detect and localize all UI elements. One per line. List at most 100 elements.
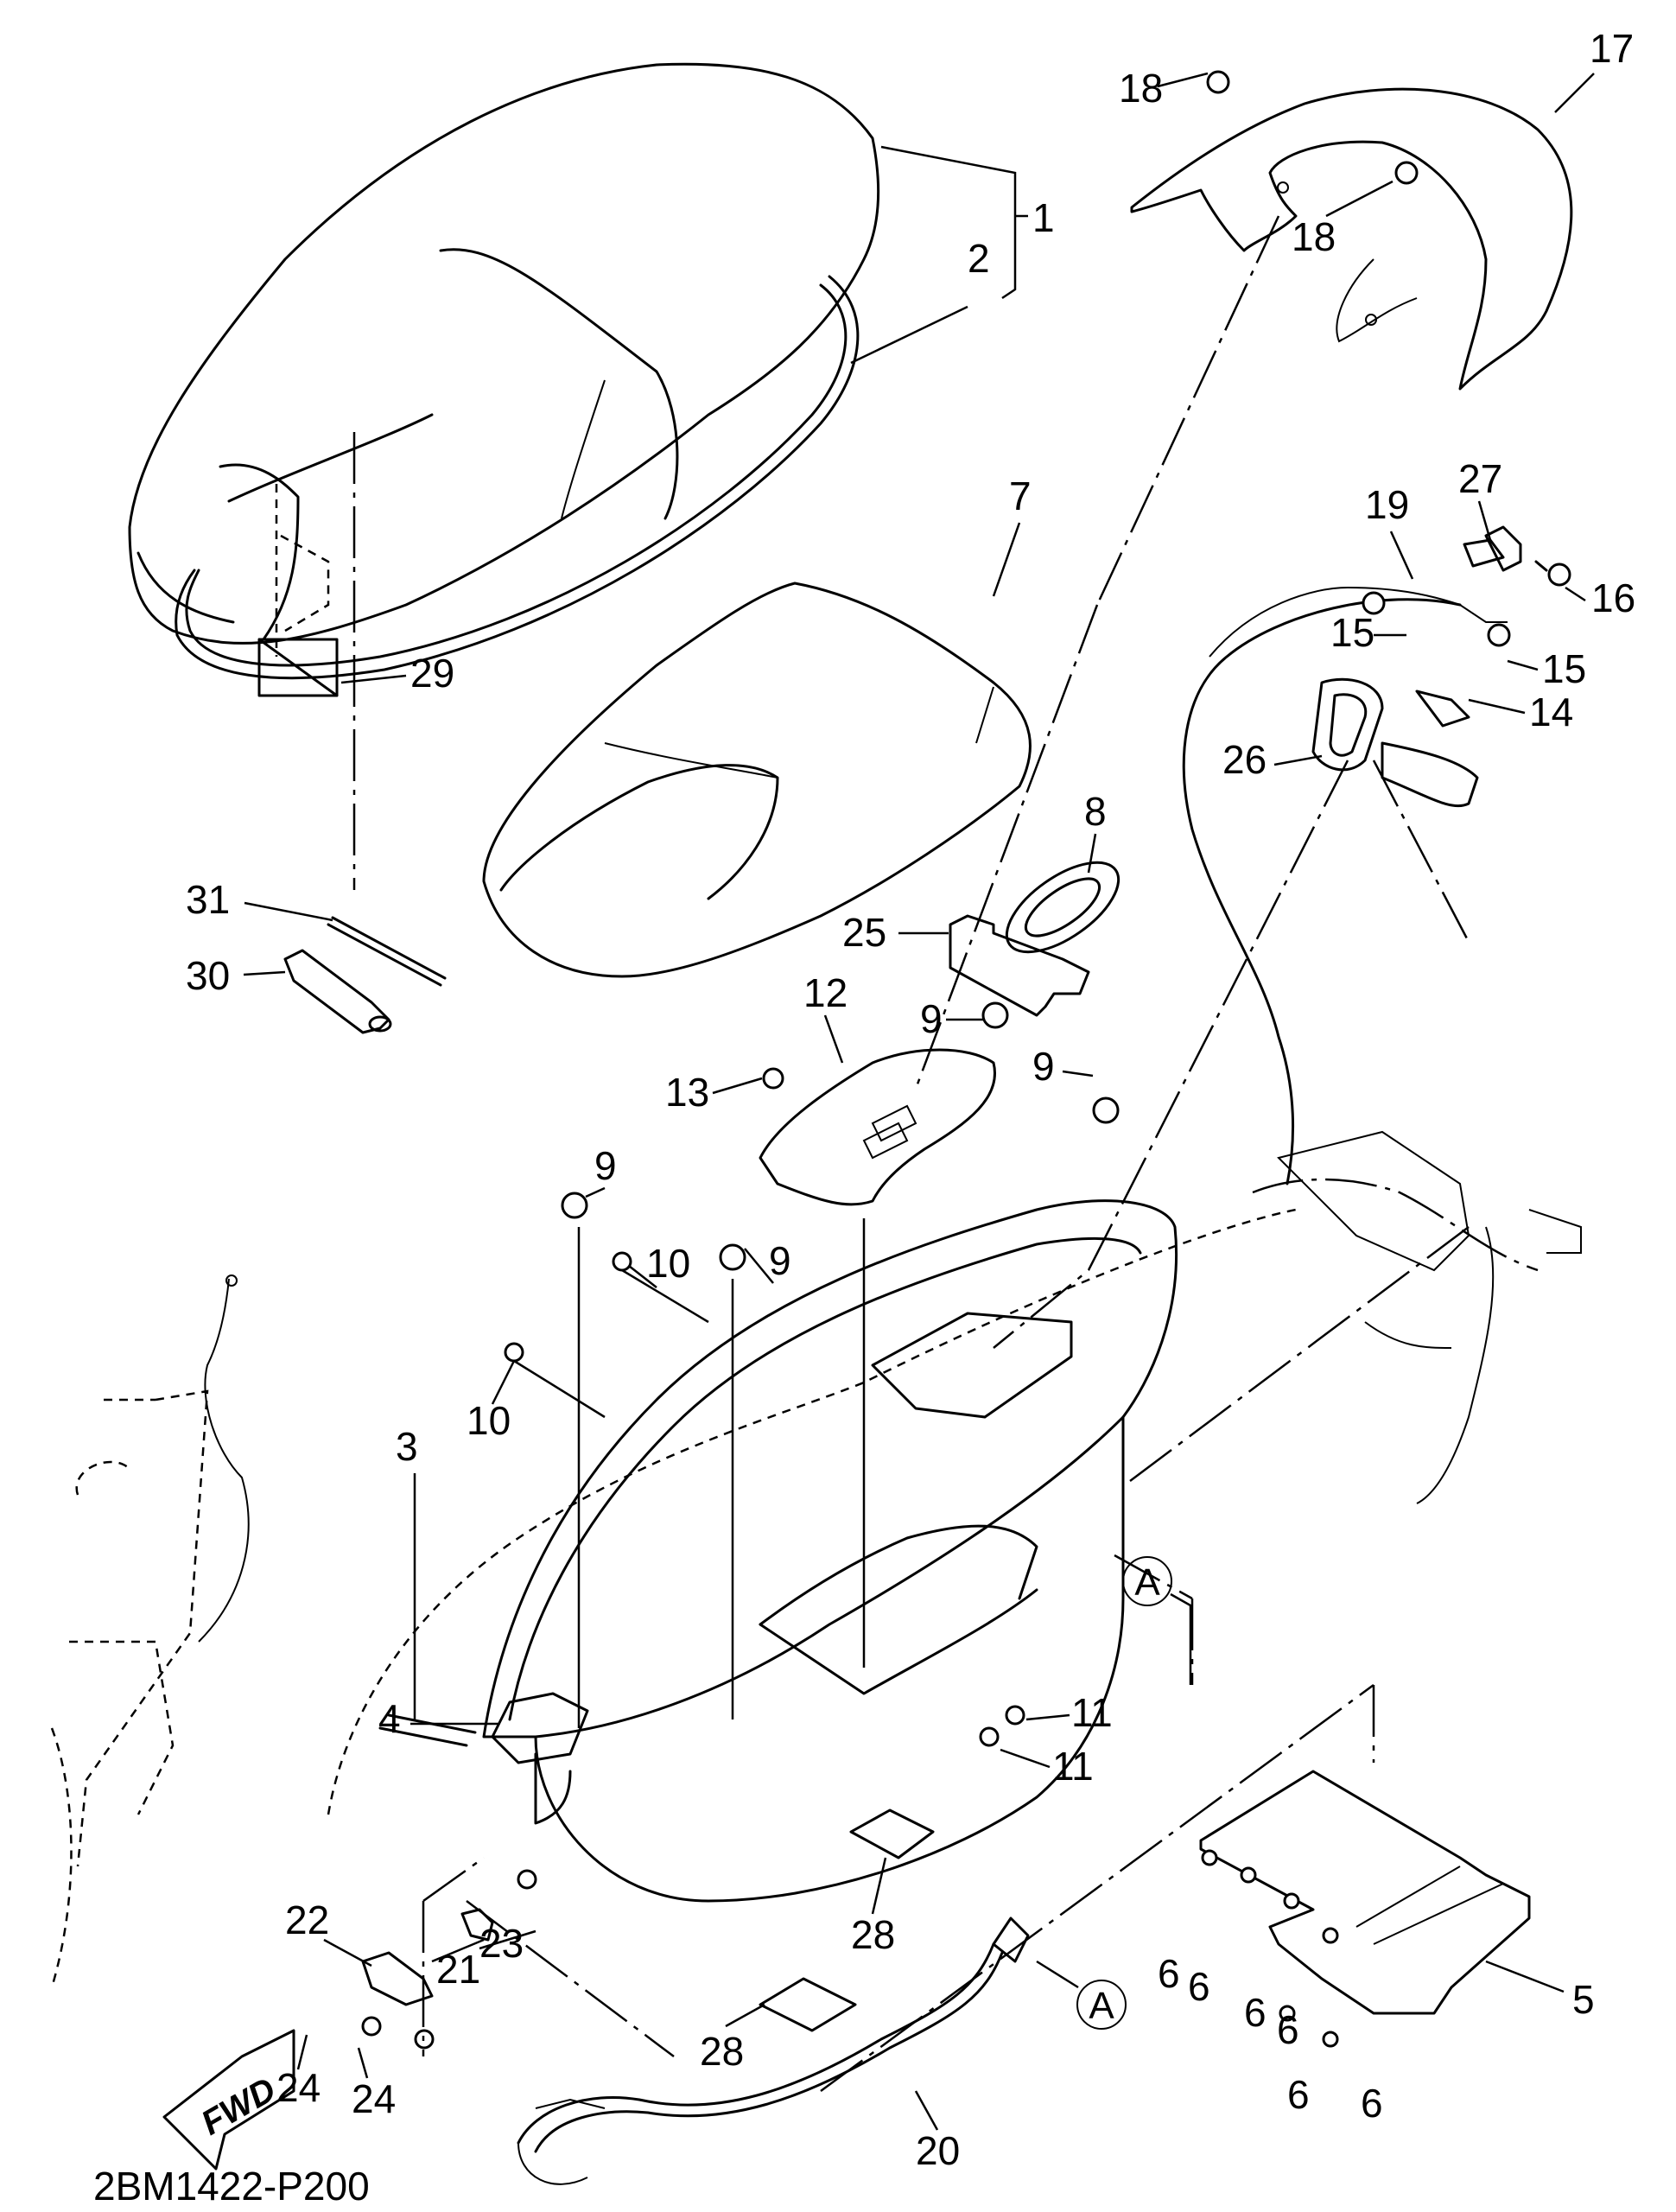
callout-4: 4 bbox=[378, 1696, 401, 1741]
seat bbox=[128, 62, 880, 657]
leader-14 bbox=[1468, 698, 1526, 715]
callout-6a: 6 bbox=[1158, 1951, 1180, 1996]
leader-13 bbox=[712, 1077, 763, 1095]
leader-21 bbox=[431, 1938, 485, 1963]
leader-27 bbox=[1477, 500, 1492, 541]
callout-28b: 28 bbox=[700, 2029, 744, 2074]
leader-29 bbox=[340, 674, 407, 684]
handle-rod bbox=[327, 916, 447, 987]
callout-3: 3 bbox=[396, 1424, 418, 1469]
leader-16 bbox=[1565, 586, 1586, 602]
leader-17 bbox=[1554, 73, 1595, 113]
leader-26 bbox=[1273, 754, 1323, 766]
frame-rear bbox=[1252, 1130, 1582, 1504]
callout-5: 5 bbox=[1572, 1977, 1595, 2022]
leader-5 bbox=[1485, 1960, 1565, 1993]
hinge bbox=[361, 1951, 434, 2006]
leader-31 bbox=[244, 901, 333, 922]
seat-cushion bbox=[482, 582, 1032, 978]
leader-18b bbox=[1325, 180, 1393, 218]
leader-22 bbox=[323, 1938, 372, 1967]
assembly-lines bbox=[327, 215, 1470, 2093]
callout-9c: 9 bbox=[594, 1143, 617, 1188]
callout-18a: 18 bbox=[1119, 66, 1163, 111]
svg-text:A: A bbox=[1089, 1985, 1114, 2027]
callout-6e: 6 bbox=[1287, 2072, 1310, 2117]
callout-19: 19 bbox=[1365, 482, 1409, 527]
leader-30 bbox=[243, 970, 286, 976]
callout-1: 1 bbox=[1032, 195, 1055, 240]
leader-8 bbox=[1087, 833, 1097, 874]
seat-underside-rim bbox=[175, 275, 860, 680]
leader-28b bbox=[725, 2003, 765, 2028]
callout-15b: 15 bbox=[1542, 646, 1586, 691]
callout-27: 27 bbox=[1458, 456, 1502, 501]
callout-28a: 28 bbox=[851, 1912, 895, 1957]
damper bbox=[949, 914, 1090, 1017]
leader-11b bbox=[1000, 1748, 1051, 1769]
leader-7 bbox=[992, 522, 1021, 597]
fwd-arrow: FWD bbox=[162, 2029, 295, 2171]
grab-bar bbox=[1130, 87, 1573, 391]
callout-14: 14 bbox=[1529, 690, 1573, 734]
callout-10a: 10 bbox=[646, 1241, 690, 1286]
leader-23 bbox=[479, 1929, 536, 1950]
callout-9d: 9 bbox=[769, 1238, 791, 1283]
fasteners bbox=[361, 70, 1571, 2050]
leader-10b bbox=[491, 1360, 516, 1405]
callout-6b: 6 bbox=[1188, 1964, 1210, 2009]
callout-11b: 11 bbox=[1052, 1744, 1094, 1789]
leader-11a bbox=[1025, 1713, 1070, 1721]
callout-22: 22 bbox=[285, 1897, 329, 1942]
callout-6c: 6 bbox=[1244, 1990, 1267, 2035]
callout-6d: 6 bbox=[1277, 2007, 1299, 2052]
leader-19 bbox=[1389, 531, 1414, 580]
callout-30: 30 bbox=[186, 953, 230, 998]
callout-18b: 18 bbox=[1292, 214, 1336, 259]
leader-15b bbox=[1507, 659, 1539, 671]
callout-2: 2 bbox=[968, 236, 990, 281]
lock-cable bbox=[1182, 598, 1462, 1185]
reference-marker-a-bottom: A bbox=[1036, 1960, 1127, 2030]
seat-lock-assembly bbox=[1209, 525, 1548, 808]
callout-20: 20 bbox=[916, 2128, 960, 2173]
leader-18a bbox=[1157, 72, 1209, 88]
cover-plate bbox=[1199, 1770, 1531, 2015]
wire-harness bbox=[517, 1916, 1030, 2185]
leader-9d bbox=[744, 1248, 774, 1284]
callout-31: 31 bbox=[186, 877, 230, 922]
callout-21: 21 bbox=[436, 1947, 480, 1992]
callout-29: 29 bbox=[410, 651, 454, 696]
leader-28a bbox=[871, 1857, 887, 1915]
pad bbox=[759, 1808, 935, 2032]
callout-10b: 10 bbox=[467, 1398, 511, 1443]
front-frame bbox=[50, 1274, 250, 1988]
socket-wrench bbox=[283, 949, 392, 1034]
svg-text:A: A bbox=[1134, 1561, 1160, 1604]
callout-12: 12 bbox=[803, 970, 848, 1015]
grommet bbox=[1005, 861, 1121, 954]
label-29-part bbox=[257, 638, 339, 697]
leader-10a bbox=[628, 1265, 657, 1288]
callout-24b: 24 bbox=[352, 2076, 396, 2121]
switch bbox=[460, 1908, 494, 1942]
callout-8: 8 bbox=[1084, 789, 1107, 834]
leader-20 bbox=[914, 2090, 939, 2131]
callout-26: 26 bbox=[1222, 737, 1267, 782]
callout-11a: 11 bbox=[1071, 1690, 1113, 1735]
callout-24a: 24 bbox=[276, 2065, 321, 2110]
callout-17: 17 bbox=[1590, 26, 1634, 71]
callout-7: 7 bbox=[1009, 474, 1032, 518]
leader-9c bbox=[585, 1186, 606, 1198]
leader-2 bbox=[850, 305, 968, 365]
reference-marker-a-top: A bbox=[1122, 1556, 1192, 1685]
callout-16: 16 bbox=[1591, 575, 1635, 620]
callout-9a: 9 bbox=[920, 996, 943, 1041]
callout-25: 25 bbox=[842, 910, 886, 955]
callout-13: 13 bbox=[665, 1070, 709, 1115]
leader-24b bbox=[357, 2047, 369, 2079]
leader-9b bbox=[1062, 1070, 1094, 1077]
leader-12 bbox=[823, 1014, 844, 1064]
callout-15a: 15 bbox=[1330, 610, 1374, 655]
